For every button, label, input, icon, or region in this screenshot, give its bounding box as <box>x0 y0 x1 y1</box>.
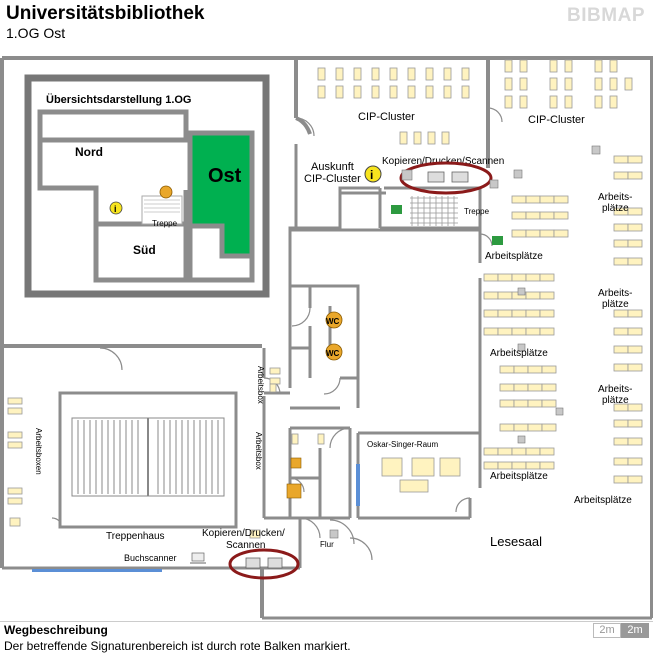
marker-copy-bottom[interactable] <box>228 548 300 580</box>
elevator-icon <box>286 483 302 499</box>
wc-icon-2: WC <box>325 343 343 361</box>
arbeitsbox-label-2: Arbeitsbox <box>254 432 263 470</box>
accessible-wc-icon <box>290 457 302 469</box>
book-scanner-icon <box>190 552 206 564</box>
arbeitsboxen-desks <box>7 397 23 505</box>
overview-title: Übersichtsdarstellung 1.OG <box>46 93 191 106</box>
printer-icon <box>427 171 469 183</box>
arbeitsplaetze-label-2: Arbeitsplätze <box>490 348 548 359</box>
arbeitsplaetze-east-2b: plätze <box>602 299 629 310</box>
arbeitsboxen-label: Arbeitsboxen <box>34 428 43 475</box>
overview-nord-label: Nord <box>75 145 103 159</box>
svg-text:i: i <box>114 204 117 214</box>
arbeitsplaetze-east-1a: Arbeits- <box>598 192 632 203</box>
treppenhaus-label: Treppenhaus <box>106 531 165 542</box>
marker-copy-top[interactable] <box>399 161 493 195</box>
footer-divider <box>0 621 653 622</box>
arbeitsplaetze-east-3a: Arbeits- <box>598 384 632 395</box>
cip-cluster-left: CIP-Cluster <box>317 67 470 123</box>
auskunft-cip-label: CIP-Cluster <box>304 173 361 185</box>
cip-cluster-right-label: CIP-Cluster <box>528 114 585 126</box>
scale-segment-b: 2m <box>621 623 649 638</box>
floor-subtitle: 1.OG Ost <box>6 25 66 41</box>
oskar-singer-label: Oskar-Singer-Raum <box>367 440 438 449</box>
exit-icon-2 <box>492 236 503 245</box>
treppenhaus-stairs <box>58 391 238 529</box>
arbeitsbox-label-1: Arbeitsbox <box>256 366 265 404</box>
overview-sued-label: Süd <box>133 243 156 257</box>
floor-map[interactable]: Übersichtsdarstellung 1.OG Nord Ost Süd … <box>0 48 653 620</box>
svg-text:WC: WC <box>326 317 340 326</box>
oskar-singer-room: Oskar-Singer-Raum <box>356 440 461 506</box>
cip-cluster-right: CIP-Cluster <box>504 59 633 126</box>
lesesaal-label: Lesesaal <box>490 534 542 549</box>
arbeitsplaetze-label-4: Arbeitsplätze <box>574 495 632 506</box>
overview-ost-label: Ost <box>208 165 242 187</box>
route-description: Der betreffende Signaturenbereich ist du… <box>4 639 351 653</box>
arbeitsplaetze-label-3: Arbeitsplätze <box>490 471 548 482</box>
copy-bottom-label-1: Kopieren/Drucken/ <box>202 528 285 539</box>
page-title: Universitätsbibliothek <box>6 3 205 24</box>
info-desk-icon <box>364 165 382 183</box>
stairs-icon <box>159 185 173 199</box>
arbeitsplaetze-east-2a: Arbeits- <box>598 288 632 299</box>
svg-text:i: i <box>370 168 373 182</box>
overview-inset: Übersichtsdarstellung 1.OG Nord Ost Süd … <box>24 74 270 298</box>
arbeitsplaetze-east-1b: plätze <box>602 203 629 214</box>
auskunft-label: Auskunft <box>311 161 354 173</box>
brand-logo: BIBMAP <box>567 5 645 26</box>
cip-cluster-left-label: CIP-Cluster <box>358 111 415 123</box>
svg-text:WC: WC <box>326 349 340 358</box>
building-walls <box>0 56 653 618</box>
arbeitsplaetze-label-1: Arbeitsplätze <box>485 251 543 262</box>
arbeitsplaetze-east-3b: plätze <box>602 395 629 406</box>
central-stairs <box>410 196 458 226</box>
wc-icon: WC <box>325 311 343 329</box>
info-icon <box>109 201 123 215</box>
flur-label: Flur <box>320 540 334 549</box>
exit-icon <box>391 205 402 214</box>
printer-icon-2 <box>245 557 283 569</box>
scale-bar: 2m 2m <box>593 623 649 638</box>
copy-top-label: Kopieren/Drucken/Scannen <box>382 156 504 167</box>
buchscanner-label: Buchscanner <box>124 553 177 563</box>
central-stair-label: Treppe <box>464 207 490 216</box>
route-heading: Wegbeschreibung <box>4 623 108 637</box>
copy-bottom-label-2: Scannen <box>226 540 265 551</box>
overview-stair-label: Treppe <box>152 219 178 228</box>
scale-segment-a: 2m <box>593 623 621 638</box>
